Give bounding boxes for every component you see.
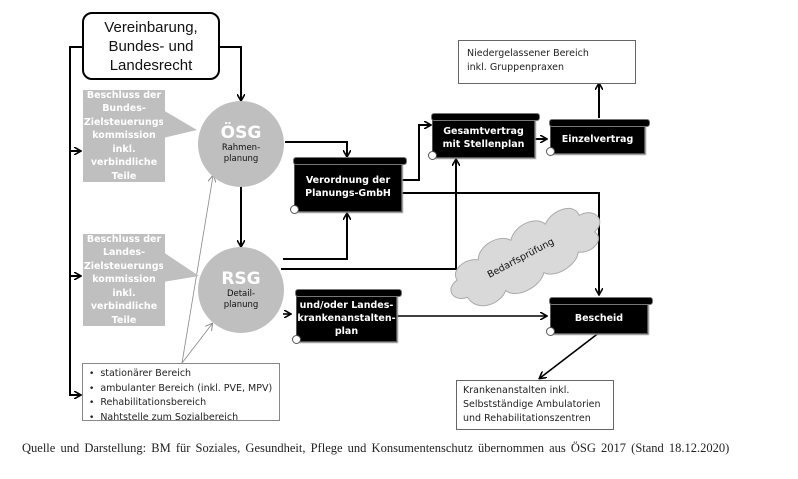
bereiche-list: stationärer Bereich ambulanter Bereich (…	[89, 367, 279, 425]
callout-landes-zielsteuerung: Beschluss der Landes- Zielsteuerungs kom…	[83, 233, 165, 326]
line-verordnung-to-bescheid	[402, 192, 599, 294]
line-verordnung-to-gesamtvertrag	[402, 125, 430, 181]
krankenanstalten-box: Krankenanstalten inkl. Selbstständige Am…	[456, 380, 614, 430]
bereiche-list-box: stationärer Bereich ambulanter Bereich (…	[82, 363, 280, 423]
list-item: ambulanter Bereich (inkl. PVE, MPV)	[89, 382, 279, 397]
vereinbarung-box: Vereinbarung, Bundes- und Landesrecht	[82, 12, 220, 80]
callout-bund-pointer	[163, 110, 197, 138]
bedarfspruefung-cloud	[450, 207, 601, 307]
line-rsg-to-verordnung	[283, 214, 347, 260]
line-bescheid-to-krankenanstalten	[540, 331, 601, 378]
line-list-to-oesg	[181, 176, 213, 364]
landeskap-scroll: und/oder Landes- krankenanstalten- plan	[292, 289, 402, 344]
line-oesg-to-verordnung	[285, 141, 347, 156]
gesamtvertrag-scroll: Gesamtvertrag mit Stellenplan	[428, 113, 540, 160]
oesg-circle: ÖSG Rahmen- planung	[198, 101, 284, 187]
einzelvertrag-scroll: Einzelvertrag	[546, 119, 650, 156]
line-list-to-rsg	[181, 324, 212, 364]
planning-diagram: Vereinbarung, Bundes- und Landesrecht Be…	[0, 0, 798, 430]
line-left-spine	[69, 46, 82, 395]
list-item: stationärer Bereich	[89, 367, 279, 382]
callout-land-pointer	[163, 252, 199, 282]
niedergelassen-box: Niedergelassener Bereich inkl. Gruppenpr…	[458, 40, 636, 84]
bescheid-scroll: Bescheid	[546, 297, 653, 336]
oesg-subtitle: Rahmen- planung	[221, 143, 261, 164]
oesg-title: ÖSG	[220, 123, 262, 143]
line-top-to-oesg	[220, 46, 241, 100]
figure-caption: Quelle und Darstellung: BM für Soziales,…	[22, 441, 730, 455]
connectors	[69, 46, 798, 430]
list-item: Nahtstelle zum Sozialbereich	[89, 411, 279, 426]
line-rsg-to-gesamtvertrag	[281, 160, 456, 270]
rsg-circle: RSG Detail- planung	[198, 247, 284, 333]
callout-bundes-zielsteuerung: Beschluss der Bundes- Zielsteuerungs kom…	[83, 89, 165, 182]
rsg-title: RSG	[221, 269, 261, 289]
list-item: Rehabilitationsbereich	[89, 396, 279, 411]
verordnung-scroll: Verordnung der Planungs-GmbH	[290, 157, 407, 214]
rsg-subtitle: Detail- planung	[223, 289, 259, 310]
